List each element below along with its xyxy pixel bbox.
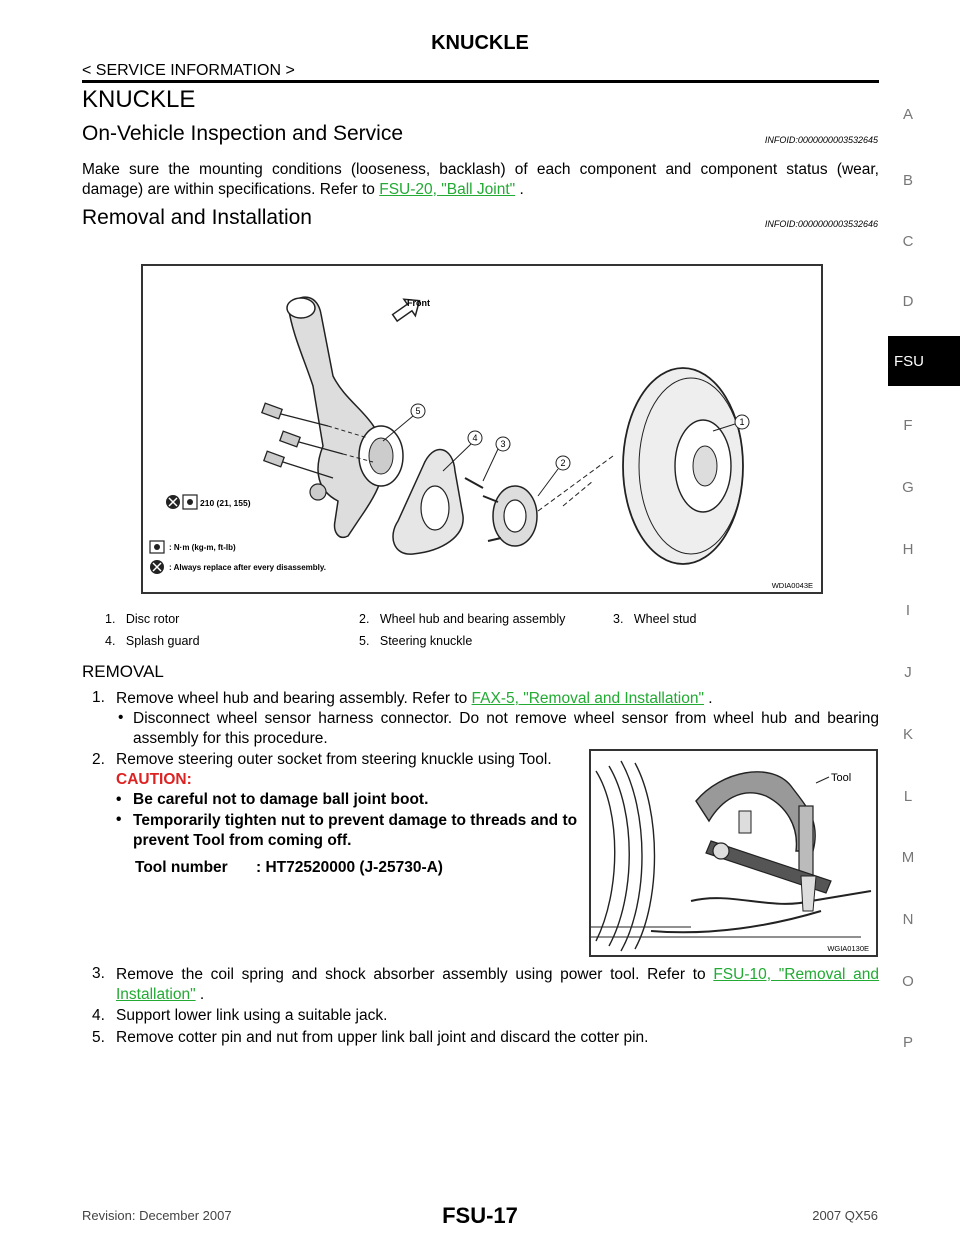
part-name: Wheel stud <box>633 612 697 626</box>
step1-body: Remove wheel hub and bearing assembly. R… <box>116 690 472 707</box>
figure1-code: WDIA0043E <box>772 581 813 590</box>
knuckle-exploded-drawing: 5 4 3 2 1 Front 210 (21, 155) : N·m (kg-… <box>149 296 813 590</box>
step3-end: . <box>195 986 205 1003</box>
section-title: KNUCKLE <box>82 86 196 113</box>
legend-torque: : N·m (kg-m, ft-lb) <box>169 543 236 552</box>
removal-installation-infoid: INFOID:0000000003532646 <box>764 219 878 229</box>
index-letter-g[interactable]: G <box>902 479 914 496</box>
caution-label: CAUTION: <box>116 771 192 788</box>
part-number: 3. <box>613 612 624 626</box>
step3-number: 3. <box>92 965 105 982</box>
legend-replace-icon <box>150 560 164 574</box>
part-name: Steering knuckle <box>379 634 473 648</box>
step1-text: Remove wheel hub and bearing assembly. R… <box>116 689 879 709</box>
replace-icon <box>166 495 180 509</box>
index-letter-d[interactable]: D <box>902 293 914 310</box>
index-letter-n[interactable]: N <box>902 911 914 928</box>
step4-number: 4. <box>92 1007 105 1024</box>
header-rule <box>82 80 879 83</box>
callout-3: 3 <box>500 439 505 449</box>
index-letter-l[interactable]: L <box>903 788 913 805</box>
part-1: 1. Disc rotor <box>105 612 179 626</box>
part-number: 4. <box>105 634 116 648</box>
part-number: 1. <box>105 612 116 626</box>
tool-label: Tool <box>831 772 851 784</box>
step3-body: Remove the coil spring and shock absorbe… <box>116 966 714 983</box>
index-letter-h[interactable]: H <box>902 541 914 558</box>
step2-number: 2. <box>92 751 105 768</box>
step4-text: Support lower link using a suitable jack… <box>116 1007 388 1024</box>
part-name: Splash guard <box>125 634 200 648</box>
inspection-text-end: . <box>515 181 524 198</box>
caution-item-2: Temporarily tighten nut to prevent damag… <box>133 812 578 849</box>
fax5-link[interactable]: FAX-5, "Removal and Installation" <box>471 690 704 707</box>
removal-heading: REMOVAL <box>82 662 164 681</box>
torque-value: 210 (21, 155) <box>200 498 251 508</box>
inspection-heading: On-Vehicle Inspection and Service <box>82 122 404 145</box>
inspection-infoid: INFOID:0000000003532645 <box>764 135 878 145</box>
callout-2: 2 <box>560 458 565 468</box>
caution-bullet-2-dot: • <box>116 811 122 828</box>
part-number: 2. <box>359 612 370 626</box>
part-2: 2. Wheel hub and bearing assembly <box>359 612 565 626</box>
page-header-subtitle: < SERVICE INFORMATION > <box>82 62 295 79</box>
part-name: Wheel hub and bearing assembly <box>379 612 566 626</box>
fsu10-link[interactable]: FSU-10, "Removal and Installation" <box>116 966 879 1003</box>
front-label: Front <box>407 298 430 308</box>
part-5: 5. Steering knuckle <box>359 634 472 648</box>
part-name: Disc rotor <box>125 612 180 626</box>
removal-installation-heading: Removal and Installation <box>82 206 312 229</box>
step1-end: . <box>703 690 713 707</box>
legend-replace: : Always replace after every disassembly… <box>169 563 326 572</box>
index-letter-j[interactable]: J <box>904 664 912 681</box>
step3-text: Remove the coil spring and shock absorbe… <box>116 965 879 1005</box>
bullet-dot: • <box>118 709 124 726</box>
callout-1: 1 <box>739 417 744 427</box>
tool-number-label: Tool number <box>135 859 228 876</box>
index-letter-m[interactable]: M <box>901 849 915 866</box>
page-header-title: KNUCKLE <box>431 32 529 54</box>
index-letter-k[interactable]: K <box>902 726 913 743</box>
tool-usage-figure: Tool WGIA0130E <box>589 749 878 957</box>
footer-model: 2007 QX56 <box>812 1208 878 1223</box>
callout-4: 4 <box>472 433 477 443</box>
inspection-paragraph: Make sure the mounting conditions (loose… <box>82 160 879 200</box>
index-tab-fsu-active[interactable]: FSU <box>888 336 960 386</box>
footer-page-number: FSU-17 <box>442 1203 518 1228</box>
index-letter-i[interactable]: I <box>905 602 911 619</box>
caution-bullet-1-dot: • <box>116 791 122 808</box>
step1-number: 1. <box>92 689 105 706</box>
ball-joint-link[interactable]: FSU-20, "Ball Joint" <box>379 181 516 198</box>
legend-torque-icon <box>149 540 165 554</box>
inspection-text: Make sure the mounting conditions (loose… <box>82 161 879 198</box>
caution-item-1: Be careful not to damage ball joint boot… <box>133 791 429 808</box>
part-number: 5. <box>359 634 370 648</box>
footer-revision: Revision: December 2007 <box>82 1208 232 1223</box>
step2-text: Remove steering outer socket from steeri… <box>116 751 552 768</box>
tool-usage-drawing: Tool WGIA0130E <box>591 760 872 953</box>
figure2-code: WGIA0130E <box>827 944 869 953</box>
callout-5: 5 <box>415 406 420 416</box>
step1-bullet: Disconnect wheel sensor harness connecto… <box>133 710 879 747</box>
tool-number-value: : HT72520000 (J-25730-A) <box>256 859 443 876</box>
index-letter-b[interactable]: B <box>902 172 913 189</box>
knuckle-exploded-figure: 5 4 3 2 1 Front 210 (21, 155) : N·m (kg-… <box>141 264 823 594</box>
part-3: 3. Wheel stud <box>613 612 696 626</box>
index-letter-f[interactable]: F <box>903 417 913 434</box>
part-4: 4. Splash guard <box>105 634 200 648</box>
index-letter-o[interactable]: O <box>902 973 914 990</box>
front-arrow-icon <box>391 298 421 323</box>
step5-text: Remove cotter pin and nut from upper lin… <box>116 1029 649 1046</box>
index-letter-p[interactable]: P <box>902 1034 913 1051</box>
torque-wrench-icon <box>182 494 198 510</box>
index-letter-a[interactable]: A <box>902 106 913 123</box>
step5-number: 5. <box>92 1029 105 1046</box>
index-letter-c[interactable]: C <box>902 233 914 250</box>
